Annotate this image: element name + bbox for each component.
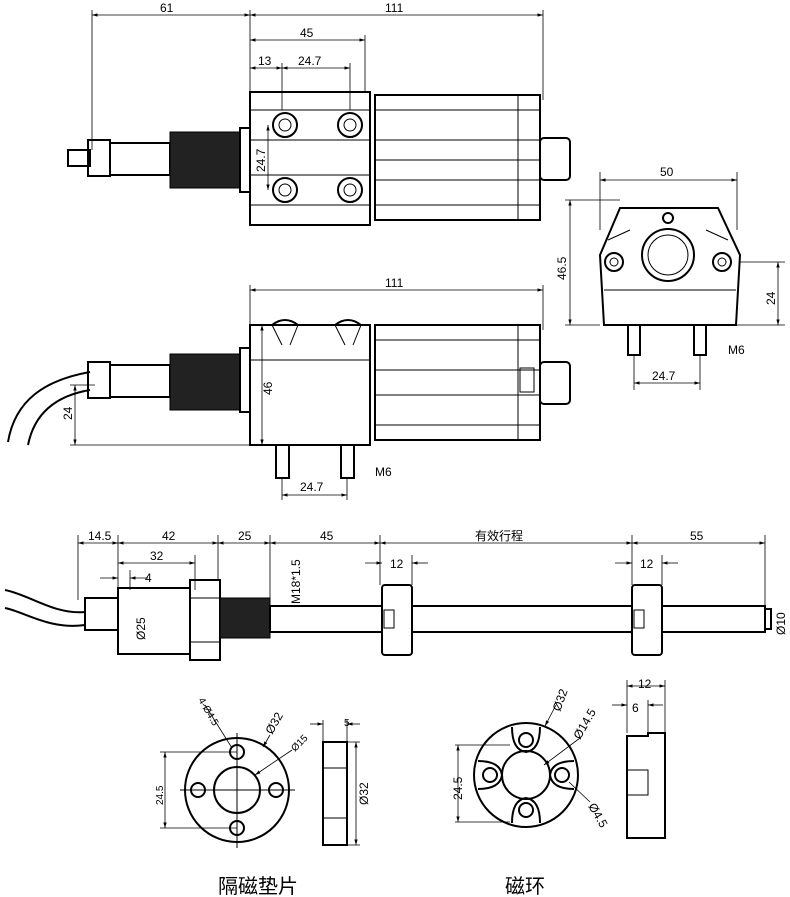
dim-61: 61 <box>160 1 174 15</box>
dim-dia-25: Ø25 <box>134 617 148 640</box>
bolt-icon <box>272 112 363 203</box>
dim-111: 111 <box>385 276 404 290</box>
dim-dia-10: Ø10 <box>774 612 788 635</box>
dim-24-7: 24.7 <box>300 480 324 494</box>
dim-pitch: 24.5 <box>451 776 465 800</box>
ring-outer <box>473 722 579 828</box>
spacer-caption: 隔磁垫片 <box>218 874 298 897</box>
dim-45: 45 <box>320 529 334 543</box>
knurled-connector <box>169 353 241 411</box>
dim-ring2-12: 12 <box>640 557 654 571</box>
dim-outer: Ø32 <box>550 687 571 713</box>
dim-outer: Ø32 <box>262 710 286 737</box>
end-view: 50 46.5 24 M6 24.7 <box>555 165 785 390</box>
ring-drawing: Ø32 Ø14.5 Ø4.5 24.5 12 6 磁环 <box>451 677 666 897</box>
dim-step: 6 <box>632 701 639 715</box>
probe-rod <box>269 605 766 633</box>
cable-nut <box>87 139 111 177</box>
cable <box>7 371 91 446</box>
dim-14-5: 14.5 <box>88 529 112 543</box>
mount-block <box>249 324 371 446</box>
dim-24-7: 24.7 <box>652 369 676 383</box>
rod-view: 14.5 42 25 45 有效行程 55 32 4 Ø25 M18*1.5 1… <box>4 528 788 661</box>
dim-42: 42 <box>162 529 176 543</box>
cable-gland <box>84 597 119 631</box>
sensor-body <box>374 324 541 441</box>
threaded-section <box>219 597 271 639</box>
dim-inner: Ø14.5 <box>570 706 599 742</box>
dim-hole: Ø4.5 <box>585 801 610 831</box>
top-view: 61 111 45 13 24.7 24.7 <box>67 1 571 226</box>
hex-body <box>598 207 742 326</box>
dim-25: 25 <box>238 529 252 543</box>
dim-holes: 4-Ø4.5 <box>195 696 220 728</box>
ring-side <box>626 732 666 839</box>
ring-caption: 磁环 <box>505 874 545 897</box>
sensor-head <box>117 587 191 655</box>
dim-50: 50 <box>660 165 674 179</box>
spacer-side <box>322 741 348 846</box>
dim-inner: Ø15 <box>289 733 310 754</box>
hex-nut <box>189 579 221 661</box>
dim-pitch: 24.5 <box>155 785 166 805</box>
dim-111: 111 <box>385 1 404 15</box>
dim-13: 13 <box>258 54 272 68</box>
dim-55: 55 <box>690 529 704 543</box>
dim-24-7-vertical: 24.7 <box>254 148 268 172</box>
spacer-drawing: 4-Ø4.5 Ø32 Ø15 24.5 5 Ø32 隔磁垫片 <box>155 696 371 897</box>
dim-24: 24 <box>764 291 778 305</box>
dim-side-dia: Ø32 <box>357 782 371 805</box>
side-view: 111 46 24 M6 24.7 <box>7 276 571 500</box>
dim-4: 4 <box>145 571 152 585</box>
stroke-label: 有效行程 <box>475 528 523 543</box>
cable <box>4 589 86 627</box>
knurled-connector <box>169 131 241 189</box>
cable-end <box>67 149 91 167</box>
magnet-ring-1 <box>381 584 413 656</box>
dim-45: 45 <box>300 26 314 40</box>
dim-46: 46 <box>261 381 275 395</box>
dim-thickness: 5 <box>344 718 350 729</box>
thread-m18: M18*1.5 <box>289 559 303 604</box>
dim-24-7: 24.7 <box>298 54 322 68</box>
magnet-ring-2 <box>631 584 663 656</box>
dim-46-5: 46.5 <box>555 256 569 280</box>
dim-24: 24 <box>61 406 75 420</box>
dim-32: 32 <box>150 549 164 563</box>
thread-m6: M6 <box>375 465 392 479</box>
sensor-body <box>374 94 541 221</box>
dim-ring1-12: 12 <box>390 557 404 571</box>
thread-m6: M6 <box>728 343 745 357</box>
dim-width: 12 <box>638 677 652 691</box>
